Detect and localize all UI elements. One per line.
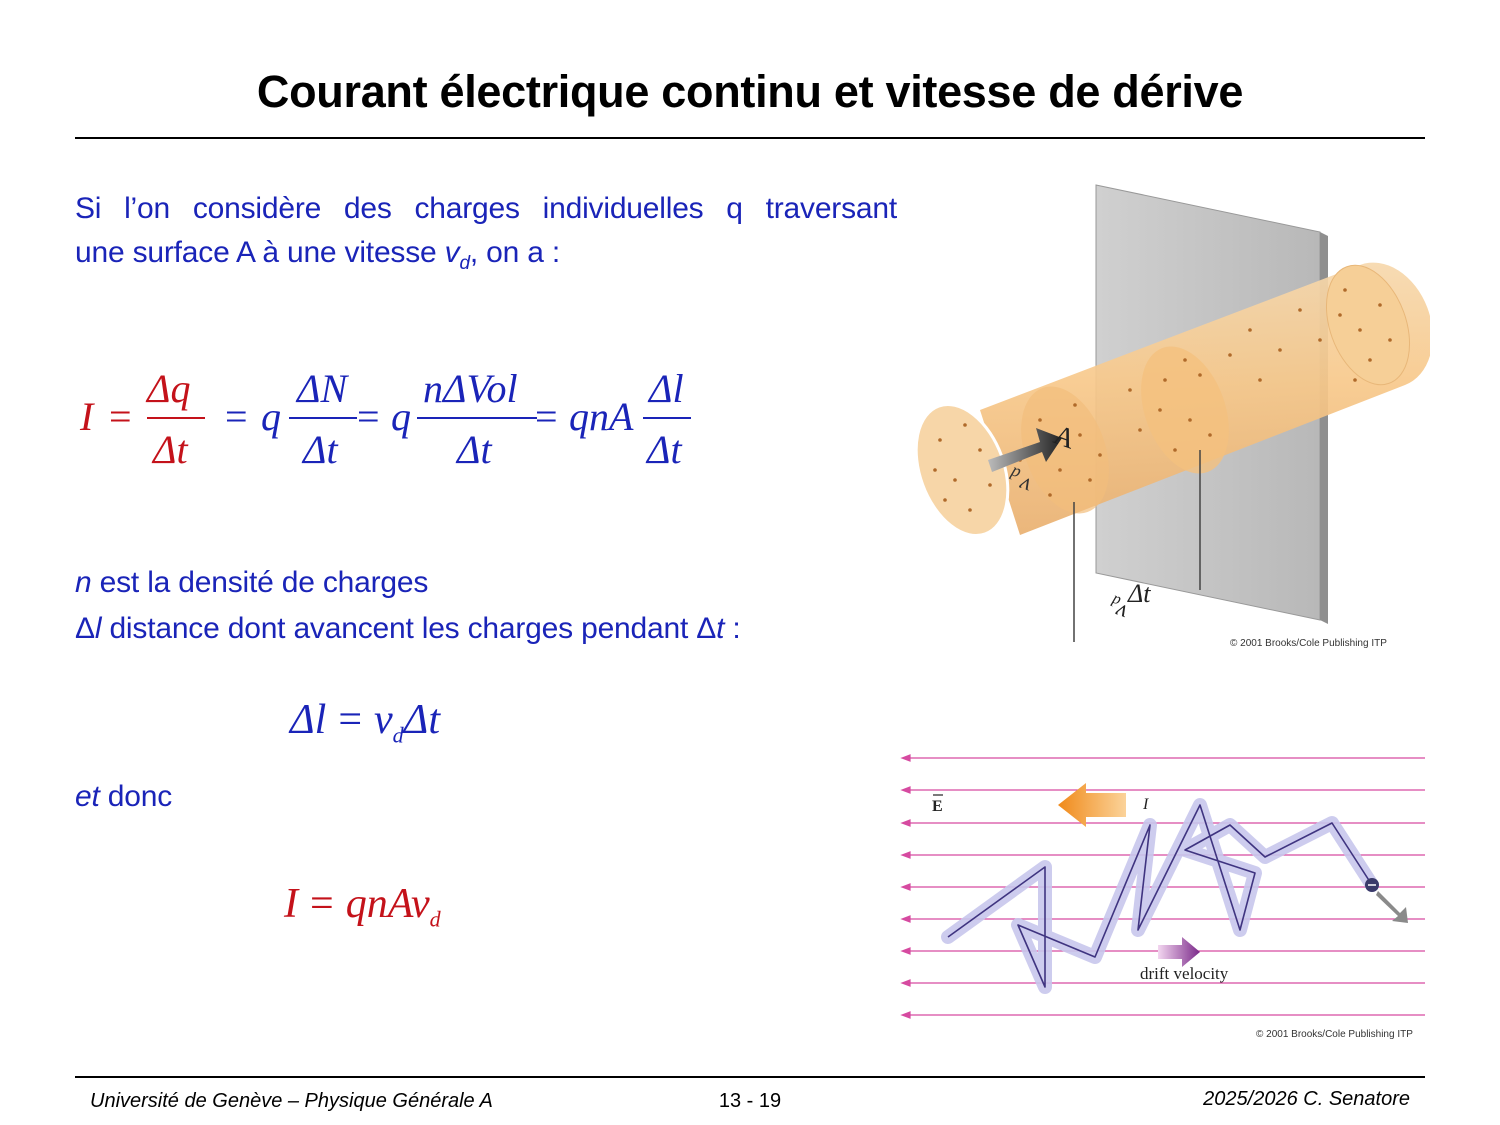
eq1-equals-3: = bbox=[357, 394, 380, 439]
footer-page-number: 13 - 19 bbox=[718, 1090, 782, 1112]
eq1-dt-4: Δt bbox=[645, 427, 682, 472]
cylinder-section-A bbox=[1141, 346, 1229, 474]
slide-title: Courant électrique continu et vitesse de… bbox=[256, 66, 1244, 117]
figure1-copyright: © 2001 Brooks/Cole Publishing ITP bbox=[1230, 638, 1387, 649]
eq1-dt-2: Δt bbox=[301, 427, 338, 472]
donc-word: donc bbox=[99, 780, 173, 813]
eq1-dq: Δq bbox=[145, 366, 190, 411]
et-word: et bbox=[75, 780, 100, 813]
title-rule bbox=[75, 137, 1425, 139]
charge-dots bbox=[933, 288, 1392, 512]
eq1-dl: Δl bbox=[647, 366, 684, 411]
figure-drift-velocity: E I drift velocity © 2001 Brooks/Cole Pu… bbox=[900, 754, 1425, 1040]
eq1-q1: q bbox=[261, 394, 281, 439]
eq3-equals: = bbox=[310, 881, 334, 927]
intro-var-v: v bbox=[444, 236, 460, 269]
eq1-dt-3: Δt bbox=[455, 427, 492, 472]
label-E: E bbox=[932, 798, 943, 815]
def-n-var: n bbox=[75, 566, 92, 599]
eq3-lhs: I bbox=[284, 881, 298, 927]
def-n-text: est la densité de charges bbox=[91, 566, 429, 599]
figure-cylinder-surface: A v d v d Δt © 2001 Brooks/Cole Publishi… bbox=[914, 184, 1430, 649]
def-dl-delta: Δ bbox=[75, 612, 95, 645]
intro-line-1: Si l’on considère des charges individuel… bbox=[75, 192, 897, 225]
footer-right: 2025/2026 C. Senatore bbox=[1203, 1088, 1410, 1110]
eq2-equals: = bbox=[338, 697, 363, 743]
intro-var-sub: d bbox=[459, 253, 470, 274]
eq2-lhs: Δl bbox=[290, 697, 327, 743]
electron-direction-arrow bbox=[1376, 891, 1408, 923]
footer-rule bbox=[75, 1076, 1425, 1078]
def-dt-var: t bbox=[716, 612, 725, 645]
definition-n: n est la densité de charges bbox=[75, 566, 428, 600]
field-lines bbox=[900, 754, 1425, 1019]
intro-text-suffix: , on a : bbox=[469, 236, 560, 269]
eq2-dt: Δt bbox=[403, 697, 440, 743]
label-I: I bbox=[1142, 796, 1149, 813]
drift-velocity-arrow bbox=[1158, 937, 1200, 967]
intro-text: une surface A à une vitesse bbox=[75, 236, 445, 269]
velocity-arrow bbox=[988, 428, 1062, 472]
equation-dl: Δl=vdΔt bbox=[290, 696, 440, 748]
eq3-sub: d bbox=[429, 906, 441, 932]
current-arrow bbox=[1058, 783, 1126, 827]
et-donc: et donc bbox=[75, 780, 172, 814]
def-dt-delta: Δ bbox=[696, 612, 717, 645]
definition-dl: Δl distance dont avancent les charges pe… bbox=[75, 612, 741, 646]
eq1-q2: q bbox=[391, 394, 411, 439]
eq1-dN: ΔN bbox=[295, 366, 349, 411]
figure2-copyright: © 2001 Brooks/Cole Publishing ITP bbox=[1256, 1029, 1413, 1040]
eq1-equals-2: = bbox=[225, 394, 248, 439]
def-dl-text: distance dont avancent les charges penda… bbox=[101, 612, 697, 645]
label-vddt-dt: Δt bbox=[1127, 579, 1151, 608]
label-drift-velocity: drift velocity bbox=[1140, 964, 1229, 983]
cylinder-back-end bbox=[1325, 264, 1411, 386]
eq2-v: v bbox=[374, 697, 393, 743]
footer-left: Université de Genève – Physique Générale… bbox=[90, 1090, 493, 1112]
eq1-I: I bbox=[79, 394, 95, 439]
intro-paragraph: Si l’on considère des charges individuel… bbox=[75, 187, 897, 286]
def-dt-suffix: : bbox=[724, 612, 741, 645]
eq2-sub: d bbox=[392, 722, 404, 748]
equation-final-current: I =qnAvd bbox=[284, 880, 441, 932]
eq1-qnA: qnA bbox=[569, 394, 634, 439]
intro-line-2: une surface A à une vitesse vd, on a : bbox=[75, 231, 897, 286]
equation-current-derivation: I = Δq Δt = q ΔN Δt = q nΔVol Δt = qnA Δ… bbox=[79, 366, 691, 472]
def-dl-var: l bbox=[94, 612, 102, 645]
cylinder-section-start bbox=[1021, 386, 1109, 514]
eq1-equals: = bbox=[109, 394, 132, 439]
eq3-rhs: qnAv bbox=[345, 881, 430, 927]
eq1-dt-1: Δt bbox=[151, 427, 188, 472]
electron-path bbox=[941, 798, 1408, 994]
eq1-equals-4: = bbox=[535, 394, 558, 439]
eq1-nDVol: nΔVol bbox=[423, 366, 518, 411]
